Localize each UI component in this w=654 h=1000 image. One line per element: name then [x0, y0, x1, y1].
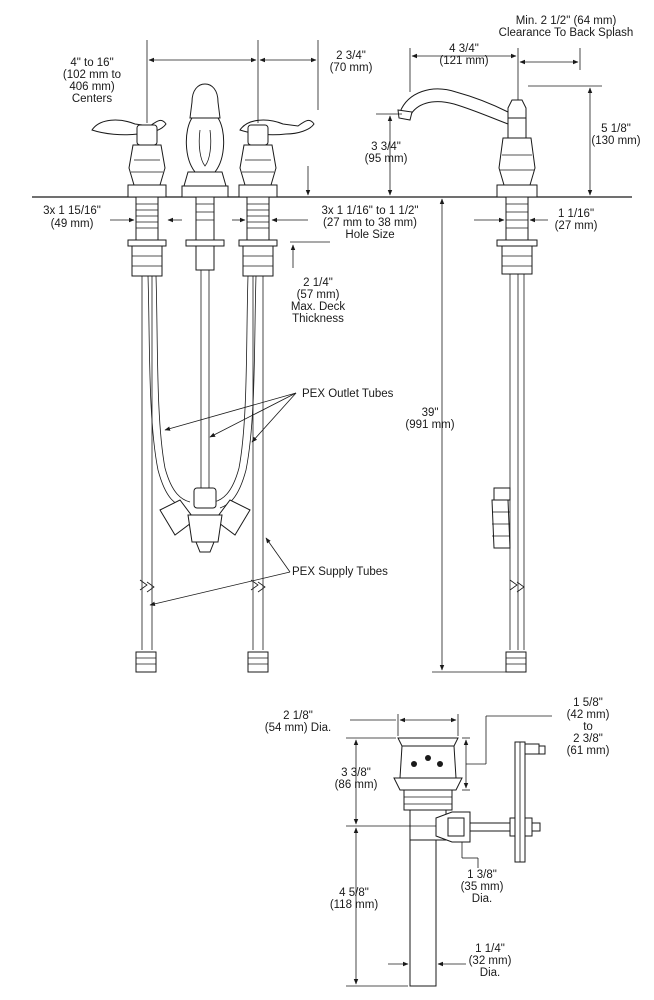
- drain-height-label: (86 mm): [335, 779, 378, 791]
- center-spout-front: [181, 83, 229, 198]
- drain-dia-label: (54 mm) Dia.: [265, 722, 331, 734]
- spout-reach-label: 4 3/4": [449, 43, 479, 55]
- pex-outlet-label: PEX Outlet Tubes: [302, 388, 394, 400]
- centers-label: Centers: [72, 93, 113, 105]
- spout-height-label: (95 mm): [365, 153, 408, 165]
- tail-dia-label: (32 mm): [469, 955, 512, 967]
- shank-center: [185, 196, 225, 490]
- overall-height-label: (130 mm): [591, 135, 640, 147]
- supply-nut-left: [135, 651, 157, 673]
- pivot-dia-label: Dia.: [472, 893, 492, 905]
- side-view: Min. 2 1/2" (64 mm) Clearance To Back Sp…: [365, 15, 641, 673]
- centers-label: (102 mm to: [63, 69, 121, 81]
- deck-thickness-label: Max. Deck: [291, 301, 346, 313]
- drain-flange-label: (61 mm): [567, 745, 610, 757]
- tube-length-label: (991 mm): [405, 419, 454, 431]
- min-clearance-label: Clearance To Back Splash: [499, 27, 634, 39]
- tail-dia-label: Dia.: [480, 967, 500, 979]
- centers-label: 4" to 16": [70, 57, 113, 69]
- supply-nut-right: [247, 651, 269, 673]
- deck-thickness-label: (57 mm): [297, 289, 340, 301]
- drain-view: 2 1/8" (54 mm) Dia. 1 5/8" (42 mm) to 2 …: [265, 697, 610, 987]
- handle-offset-label: 2 3/4": [336, 50, 366, 62]
- drain-flange-label: (42 mm): [567, 709, 610, 721]
- drain-dia-label: 2 1/8": [283, 710, 313, 722]
- spout-height-label: 3 3/4": [371, 141, 401, 153]
- side-shank-label: (27 mm): [555, 220, 598, 232]
- hole-size-label: Hole Size: [345, 229, 394, 241]
- drain-flange-label: 1 5/8": [573, 697, 603, 709]
- spout-side: [399, 88, 509, 125]
- min-clearance-label: Min. 2 1/2" (64 mm): [516, 15, 617, 27]
- drain-flange-label: 2 3/8": [573, 733, 603, 745]
- left-handle: [91, 119, 167, 198]
- shank-dia-label: 3x 1 15/16": [43, 205, 101, 217]
- shank-right: [238, 196, 278, 650]
- side-shank: [491, 196, 538, 673]
- pex-outlet-tubes: [147, 275, 257, 509]
- deck-thickness-label: Thickness: [292, 313, 344, 325]
- front-view: 4" to 16" (102 mm to 406 mm) Centers 2 3…: [32, 40, 632, 673]
- pivot-dia-label: 1 3/8": [467, 869, 497, 881]
- pex-supply-label: PEX Supply Tubes: [292, 566, 388, 578]
- drain-flange-label: to: [583, 721, 593, 733]
- y-connector: [159, 487, 251, 553]
- drain-tail-label: 4 5/8": [339, 887, 369, 899]
- hole-size-label: 3x 1 1/16" to 1 1/2": [321, 205, 418, 217]
- drain-height-label: 3 3/8": [341, 767, 371, 779]
- tube-break-marks: [139, 579, 266, 593]
- shank-dia-label: (49 mm): [51, 218, 94, 230]
- tube-length-label: 39": [422, 407, 439, 419]
- centers-label: 406 mm): [69, 81, 115, 93]
- hole-size-label: (27 mm to 38 mm): [323, 217, 417, 229]
- spout-reach-label: (121 mm): [439, 55, 488, 67]
- right-handle: [238, 119, 315, 198]
- handle-offset-label: (70 mm): [330, 62, 373, 74]
- drain-tail-label: (118 mm): [330, 899, 379, 911]
- deck-thickness-label: 2 1/4": [303, 277, 333, 289]
- shank-left: [127, 196, 167, 650]
- side-shank-label: 1 1/16": [558, 208, 594, 220]
- overall-height-label: 5 1/8": [601, 123, 631, 135]
- side-handle: [496, 99, 538, 198]
- tail-dia-label: 1 1/4": [475, 943, 505, 955]
- pivot-dia-label: (35 mm): [461, 881, 504, 893]
